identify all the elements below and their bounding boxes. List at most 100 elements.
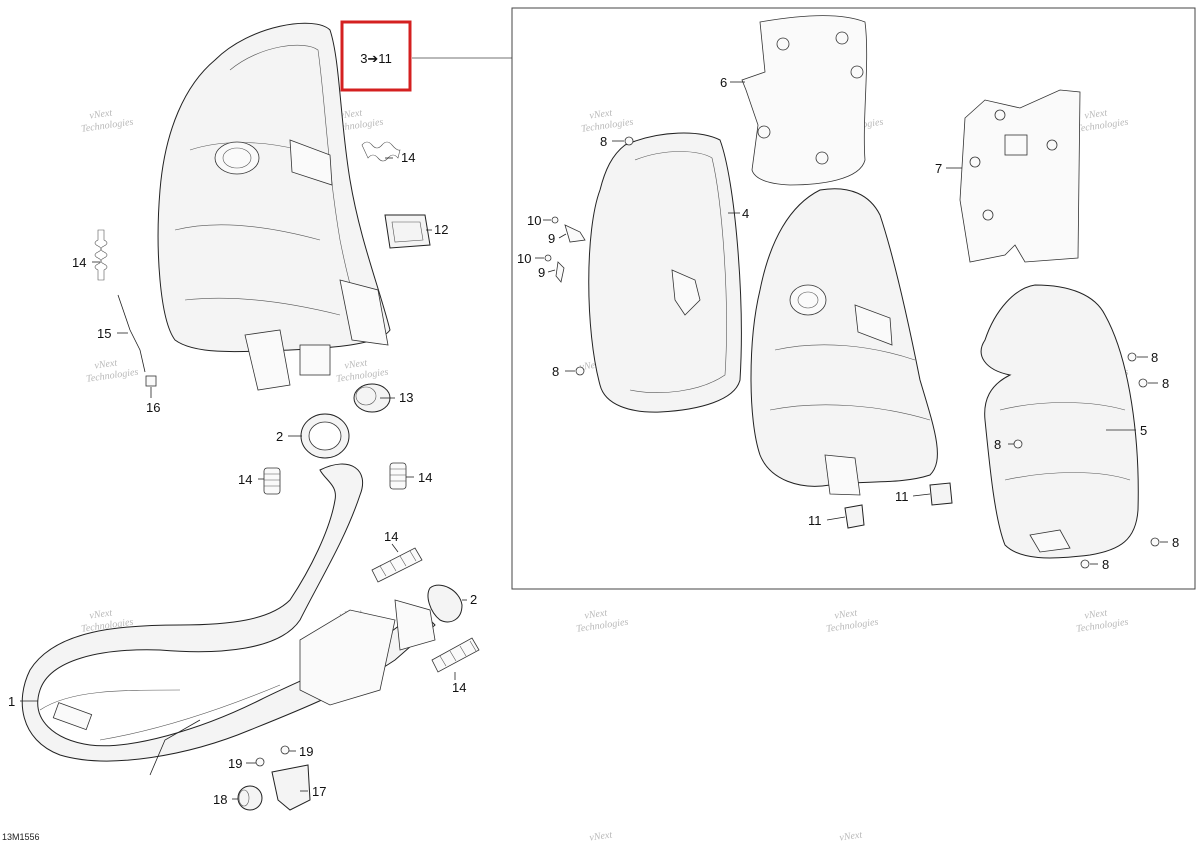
watermark: vNext Technologies	[576, 607, 630, 635]
part-label: 4	[742, 206, 749, 221]
svg-text:Technologies: Technologies	[581, 117, 635, 135]
diagram-code: 13M1556	[2, 832, 40, 842]
part-label: 8	[1151, 350, 1158, 365]
part-6-heat-shield	[741, 15, 868, 186]
part-label: 16	[146, 400, 160, 415]
part-13-plug	[353, 383, 391, 413]
svg-text:vNext: vNext	[839, 829, 863, 843]
part-16-grommet	[145, 375, 157, 387]
part-label: 10	[517, 251, 531, 266]
part-label: 14	[401, 150, 415, 165]
part-8-bolt	[1080, 559, 1090, 569]
svg-text:vNext: vNext	[589, 107, 613, 121]
svg-text:Technologies: Technologies	[336, 367, 390, 385]
part-11-block	[844, 504, 865, 529]
part-label: 14	[238, 472, 252, 487]
part-1-exhaust-pipe	[21, 463, 436, 776]
part-labels: 14 12 14 15 16 13 2 14 14 14 2 14 1 19 1…	[8, 75, 1179, 807]
part-label: 14	[418, 470, 432, 485]
svg-text:Technologies: Technologies	[1076, 617, 1130, 635]
part-label: 6	[720, 75, 727, 90]
detail-frame	[511, 7, 1196, 590]
svg-text:vNext: vNext	[94, 357, 118, 371]
part-label: 8	[1102, 557, 1109, 572]
spring-icon	[431, 637, 480, 673]
part-label: 1	[8, 694, 15, 709]
part-label: 8	[600, 134, 607, 149]
muffler-assembly	[157, 22, 391, 391]
part-8-bolt	[1138, 378, 1148, 388]
part-8-bolt	[1127, 352, 1137, 362]
svg-text:Technologies: Technologies	[576, 617, 630, 635]
part-label: 9	[548, 231, 555, 246]
part-label: 18	[213, 792, 227, 807]
part-10-rivet	[551, 216, 559, 224]
part-label: 19	[228, 756, 242, 771]
part-label: 5	[1140, 423, 1147, 438]
part-label: 11	[895, 489, 909, 504]
part-label: 14	[72, 255, 86, 270]
part-label: 8	[1172, 535, 1179, 550]
part-label: 10	[527, 213, 541, 228]
part-label: 2	[276, 429, 283, 444]
part-label: 12	[434, 222, 448, 237]
part-17-bracket	[271, 764, 311, 811]
svg-text:vNext: vNext	[584, 607, 608, 621]
part-label: 11	[808, 513, 822, 528]
part-19-bolt	[255, 757, 265, 767]
svg-text:Technologies: Technologies	[1076, 117, 1130, 135]
watermark: vNext	[589, 829, 613, 843]
part-label: 2	[470, 592, 477, 607]
part-8-bolt	[1013, 439, 1023, 449]
part-label: 15	[97, 326, 111, 341]
spring-icon	[371, 547, 423, 583]
svg-text:vNext: vNext	[89, 607, 113, 621]
spring-icon	[389, 462, 407, 490]
watermark: vNext Technologies	[86, 357, 140, 385]
highlight-label: 3➔11	[360, 51, 392, 66]
part-15-rod	[117, 294, 146, 373]
part-10-rivet	[544, 254, 552, 262]
svg-text:vNext: vNext	[339, 107, 363, 121]
part-2-ring-upper	[300, 413, 350, 459]
svg-text:vNext: vNext	[589, 829, 613, 843]
part-12-gasket	[384, 214, 431, 249]
svg-text:vNext: vNext	[89, 107, 113, 121]
svg-text:vNext: vNext	[834, 607, 858, 621]
part-label: 17	[312, 784, 326, 799]
part-label: 13	[399, 390, 413, 405]
svg-text:Technologies: Technologies	[826, 617, 880, 635]
watermark: vNext Technologies	[336, 357, 390, 385]
part-label: 8	[552, 364, 559, 379]
part-4-muffler-cover	[588, 132, 742, 413]
highlight-box	[340, 20, 412, 92]
part-label: 9	[538, 265, 545, 280]
part-5-outer-shield	[980, 284, 1139, 559]
part-label: 14	[384, 529, 398, 544]
part-9-clip	[564, 224, 586, 243]
watermark: vNext Technologies	[1076, 607, 1130, 635]
svg-text:vNext: vNext	[344, 357, 368, 371]
watermark: vNext	[839, 829, 863, 843]
watermark: vNext Technologies	[581, 107, 635, 135]
part-8-bolt	[624, 136, 634, 146]
watermark: vNext Technologies	[81, 107, 135, 134]
svg-text:vNext: vNext	[1084, 607, 1108, 621]
highlight-callout[interactable]: 3➔11	[340, 20, 412, 92]
part-8-bolt	[1150, 537, 1160, 547]
part-3-muffler-body	[750, 188, 938, 496]
part-9-clip	[555, 261, 565, 283]
part-2-ring-lower	[427, 584, 463, 623]
leader-lines	[20, 81, 1168, 800]
part-18-bushing	[237, 785, 263, 811]
part-label: 8	[994, 437, 1001, 452]
watermark: vNext Technologies	[1076, 107, 1130, 135]
part-label: 7	[935, 161, 942, 176]
spring-icon	[94, 229, 108, 281]
svg-text:Technologies: Technologies	[86, 367, 140, 385]
part-label: 19	[299, 744, 313, 759]
watermark: vNext Technologies	[826, 607, 880, 635]
part-7-heat-shield	[959, 89, 1081, 263]
svg-text:vNext: vNext	[1084, 107, 1108, 121]
